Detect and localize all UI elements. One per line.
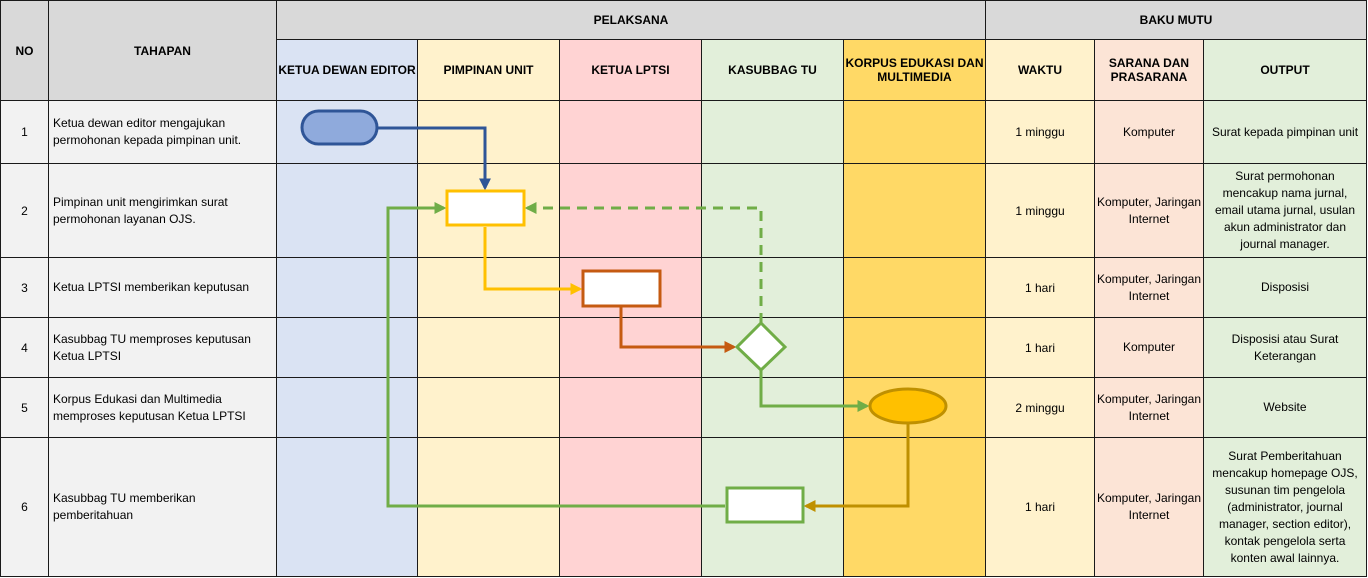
row-tahapan: Kasubbag TU memproses keputusan Ketua LP… [48,317,277,378]
header-no: NO [0,0,49,101]
row-output: Website [1203,377,1367,438]
lane-header-ketua-dewan-editor: KETUA DEWAN EDITOR [276,39,418,101]
row-tahapan: Ketua LPTSI memberikan keputusan [48,257,277,318]
lane-cell [417,437,560,577]
header-tahapan: TAHAPAN [48,0,277,101]
row-no: 5 [0,377,49,438]
lane-header-kasubbag-tu: KASUBBAG TU [701,39,844,101]
row-waktu: 2 minggu [985,377,1095,438]
row-sarana: Komputer [1094,317,1204,378]
row-tahapan: Korpus Edukasi dan Multimedia memproses … [48,377,277,438]
row-output: Surat permohonan mencakup nama jurnal, e… [1203,163,1367,258]
row-waktu: 1 hari [985,257,1095,318]
lane-cell [276,377,418,438]
row-sarana: Komputer, Jaringan Internet [1094,377,1204,438]
row-no: 2 [0,163,49,258]
lane-cell [559,377,702,438]
row-output: Surat kepada pimpinan unit [1203,100,1367,164]
lane-cell [559,257,702,318]
table-row: 3 Ketua LPTSI memberikan keputusan 1 har… [0,257,1367,318]
lane-cell [559,163,702,258]
table-row: 1 Ketua dewan editor mengajukan permohon… [0,100,1367,164]
row-tahapan: Pimpinan unit mengirimkan surat permohon… [48,163,277,258]
lane-cell [417,377,560,438]
lane-cell [559,437,702,577]
lane-cell [701,100,844,164]
row-no: 6 [0,437,49,577]
header-baku-mutu: BAKU MUTU [985,0,1367,40]
row-no: 4 [0,317,49,378]
row-waktu: 1 minggu [985,163,1095,258]
lane-header-pimpinan-unit: PIMPINAN UNIT [417,39,560,101]
row-waktu: 1 hari [985,317,1095,378]
lane-cell [701,377,844,438]
lane-cell [701,317,844,378]
lane-cell [701,437,844,577]
row-output: Disposisi atau Surat Keterangan [1203,317,1367,378]
header-pelaksana: PELAKSANA [276,0,986,40]
table-row: 4 Kasubbag TU memproses keputusan Ketua … [0,317,1367,378]
lane-cell [276,317,418,378]
row-output: Surat Pemberitahuan mencakup homepage OJ… [1203,437,1367,577]
lane-cell [843,437,986,577]
lane-cell [701,163,844,258]
table-row: 5 Korpus Edukasi dan Multimedia memprose… [0,377,1367,438]
lane-cell [559,317,702,378]
lane-cell [276,257,418,318]
lane-cell [276,100,418,164]
lane-cell [843,100,986,164]
row-no: 3 [0,257,49,318]
row-sarana: Komputer, Jaringan Internet [1094,257,1204,318]
row-sarana: Komputer, Jaringan Internet [1094,437,1204,577]
lane-header-ketua-lptsi: KETUA LPTSI [559,39,702,101]
lane-cell [701,257,844,318]
row-tahapan: Ketua dewan editor mengajukan permohonan… [48,100,277,164]
header-output: OUTPUT [1203,39,1367,101]
row-no: 1 [0,100,49,164]
lane-cell [276,437,418,577]
table-row: 2 Pimpinan unit mengirimkan surat permoh… [0,163,1367,258]
row-sarana: Komputer [1094,100,1204,164]
row-sarana: Komputer, Jaringan Internet [1094,163,1204,258]
lane-cell [417,257,560,318]
lane-cell [276,163,418,258]
table-row: 6 Kasubbag TU memberikan pemberitahuan 1… [0,437,1367,577]
lane-cell [843,377,986,438]
lane-cell [559,100,702,164]
lane-cell [843,317,986,378]
lane-header-korpus: KORPUS EDUKASI DAN MULTIMEDIA [843,39,986,101]
lane-cell [417,100,560,164]
lane-cell [417,163,560,258]
row-waktu: 1 hari [985,437,1095,577]
row-output: Disposisi [1203,257,1367,318]
header-sarana: SARANA DAN PRASARANA [1094,39,1204,101]
lane-cell [843,257,986,318]
row-waktu: 1 minggu [985,100,1095,164]
row-tahapan: Kasubbag TU memberikan pemberitahuan [48,437,277,577]
lane-cell [417,317,560,378]
header-waktu: WAKTU [985,39,1095,101]
lane-cell [843,163,986,258]
